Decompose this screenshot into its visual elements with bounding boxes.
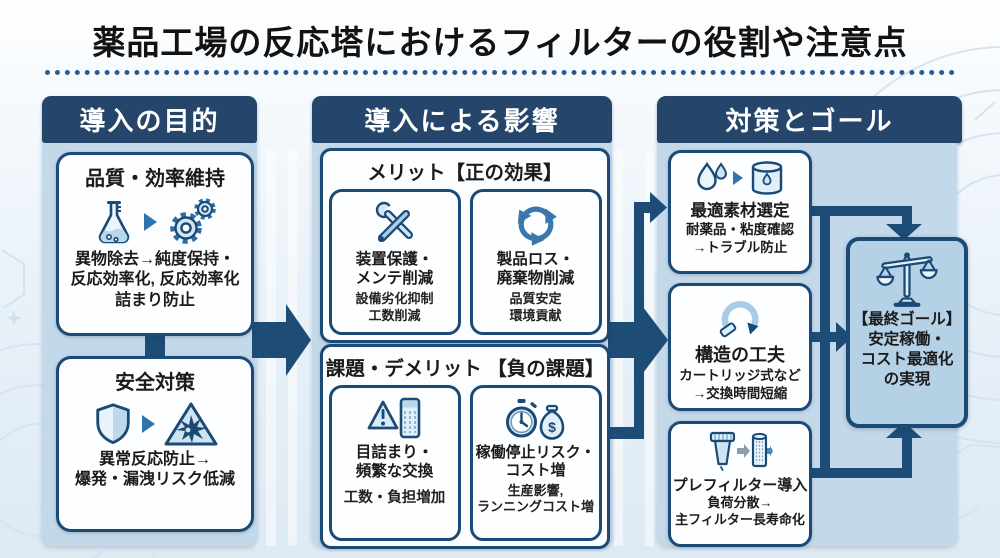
merit2-line-1: 品質安定 — [509, 290, 562, 306]
merit-item-equipment: 装置保護・ メンテ削減 設備劣化抑制 工数削減 — [328, 189, 461, 335]
material-line-2: →トラブル防止 — [692, 239, 788, 255]
merit2-reg: 品質安定 環境貢献 — [509, 291, 561, 325]
merit1-reg: 設備劣化抑制 工数削減 — [355, 291, 433, 325]
goal-line-1: 【最終ゴール】 — [852, 311, 962, 328]
filter-cartridge-icon — [751, 161, 783, 195]
card-safety: 安全対策 異常反応防止→ 爆発・漏洩リスク低減 — [56, 356, 254, 532]
merit-item-loss-reduction: 製品ロス・ 廃棄物削減 品質安定 環境貢献 — [469, 189, 602, 335]
prefilter-to-main-filter-icon — [709, 431, 773, 471]
flask-icon — [98, 201, 129, 244]
demerit2-bold: 稼働停止リスク・ コスト増 — [476, 444, 596, 481]
safety-text: 異常反応防止→ 爆発・漏洩リスク低減 — [75, 450, 235, 491]
structure-line-1: カートリッジ式など — [679, 368, 801, 383]
arrow-right-icon — [141, 415, 155, 433]
prefilter-bold: プレフィルター導入 — [672, 477, 808, 494]
tools-icon — [375, 201, 413, 242]
goal-line-4: の実現 — [883, 371, 931, 389]
quality-line-3: 詰まり防止 — [114, 291, 195, 309]
dotted-divider — [45, 70, 955, 75]
card-quality-title: 品質・効率維持 — [85, 168, 225, 190]
clogged-filter-warning-icon — [367, 397, 420, 439]
quality-line-1: 異物除去→純度保持・ — [74, 251, 235, 268]
arrow-right-icon — [143, 213, 157, 231]
structure-line-2: →交換時間短縮 — [692, 385, 788, 401]
merit1-line-2: 工数削減 — [368, 307, 421, 323]
droplets-icon — [697, 161, 728, 191]
demerit2-line-1: 生産影響, — [507, 482, 564, 498]
group-merit: メリット【正の効果】 装置保護・ メンテ削減 設備劣化抑制 — [320, 148, 610, 343]
demerit-title: 課題・デメリット 【負の課題】 — [325, 358, 605, 380]
goal-line-2: 安定稼働・ — [868, 331, 946, 349]
stopwatch-moneybag-icon: $ — [505, 399, 564, 440]
material-bold: 最適素材選定 — [690, 202, 790, 220]
group-demerit: 課題・デメリット 【負の課題】 目詰まり・ 頻繁な交換 工数・負担増加 — [320, 344, 610, 549]
merit2-bold-2: 廃棄物削減 — [496, 269, 575, 287]
demerit2-line-2: ランニングコスト増 — [476, 499, 594, 515]
merit1-bold: 装置保護・ メンテ削減 — [356, 251, 434, 289]
cartridge-rotate-icon — [719, 301, 759, 338]
merit1-bold-1: 装置保護・ — [355, 251, 434, 268]
structure-bold: 構造の工夫 — [695, 345, 785, 365]
column-header-impact: 導入による影響 — [312, 96, 612, 143]
card-safety-title: 安全対策 — [115, 372, 195, 394]
safety-icon-row — [92, 400, 219, 448]
demerit2-reg: 生産影響, ランニングコスト増 — [477, 483, 594, 517]
goal-line-3: コスト最適化 — [860, 351, 954, 369]
material-line-1: 耐薬品・粘度確認 — [686, 222, 794, 237]
balance-scale-icon — [876, 252, 938, 307]
explosion-warning-icon — [164, 402, 217, 446]
svg-text:$: $ — [548, 419, 556, 435]
demerit1-line-1: 工数・負担増加 — [343, 489, 446, 506]
card-prefilter: プレフィルター導入 負荷分散→ 主フィルター長寿命化 — [668, 421, 812, 547]
material-reg: 耐薬品・粘度確認 →トラブル防止 — [686, 221, 794, 256]
material-icon-row — [694, 160, 786, 196]
demerit-item-downtime-cost: $ 稼働停止リスク・ コスト増 生産影響, ランニングコスト増 — [469, 385, 602, 541]
goal-text: 【最終ゴール】 安定稼働・ コスト最適化 の実現 — [853, 310, 962, 391]
page-title: 薬品工場の反応塔におけるフィルターの役割や注意点 — [92, 24, 908, 61]
column-header-purpose: 導入の目的 — [42, 96, 257, 143]
demerit1-bold-1: 目詰まり・ — [355, 444, 434, 461]
gears-icon — [169, 198, 216, 244]
merit-title: メリット【正の効果】 — [367, 162, 563, 184]
card-structure: 構造の工夫 カートリッジ式など →交換時間短縮 — [668, 283, 812, 411]
merit1-line-1: 設備劣化抑制 — [355, 290, 434, 306]
safety-line-1: 異常反応防止→ — [98, 451, 211, 468]
shield-icon — [95, 403, 130, 445]
quality-line-2: 反応効率化, 反応効率化 — [70, 271, 240, 289]
demerit-item-clogging: 目詰まり・ 頻繁な交換 工数・負担増加 — [328, 385, 461, 541]
quality-text: 異物除去→純度保持・ 反応効率化, 反応効率化 詰まり防止 — [71, 250, 240, 311]
prefilter-line-2: 主フィルター長寿命化 — [675, 511, 805, 527]
merit2-line-2: 環境貢献 — [509, 307, 562, 323]
structure-reg: カートリッジ式など →交換時間短縮 — [679, 367, 801, 402]
card-material-selection: 最適素材選定 耐薬品・粘度確認 →トラブル防止 — [668, 150, 812, 274]
merit-items: 装置保護・ メンテ削減 設備劣化抑制 工数削減 製品ロス・ — [323, 189, 607, 335]
demerit2-bold-2: コスト増 — [505, 462, 566, 480]
goal-box: 【最終ゴール】 安定稼働・ コスト最適化 の実現 — [846, 237, 968, 428]
demerit-items: 目詰まり・ 頻繁な交換 工数・負担増加 $ — [323, 385, 607, 541]
merit1-bold-2: メンテ削減 — [355, 269, 434, 287]
column-header-measures: 対策とゴール — [657, 96, 962, 143]
demerit1-bold: 目詰まり・ 頻繁な交換 — [356, 444, 434, 482]
demerit1-bold-2: 頻繁な交換 — [355, 462, 434, 480]
merit2-bold: 製品ロス・ 廃棄物削減 — [497, 251, 575, 289]
prefilter-reg: 負荷分散→ 主フィルター長寿命化 — [675, 495, 805, 529]
arrow-purpose-to-impact — [252, 304, 311, 376]
safety-line-2: 爆発・漏洩リスク低減 — [74, 471, 235, 489]
recycle-icon — [517, 206, 557, 246]
arrow-right-icon — [733, 171, 743, 185]
prefilter-line-1: 負荷分散→ — [707, 495, 773, 510]
demerit2-bold-1: 稼働停止リスク・ — [475, 444, 596, 461]
demerit1-reg: 工数・負担増加 — [344, 489, 446, 508]
quality-icon-row — [92, 196, 219, 248]
card-quality-efficiency: 品質・効率維持 異物除去→純度保持・ 反応効率化, 反応効率 — [56, 152, 254, 336]
merit2-bold-1: 製品ロス・ — [496, 251, 575, 268]
